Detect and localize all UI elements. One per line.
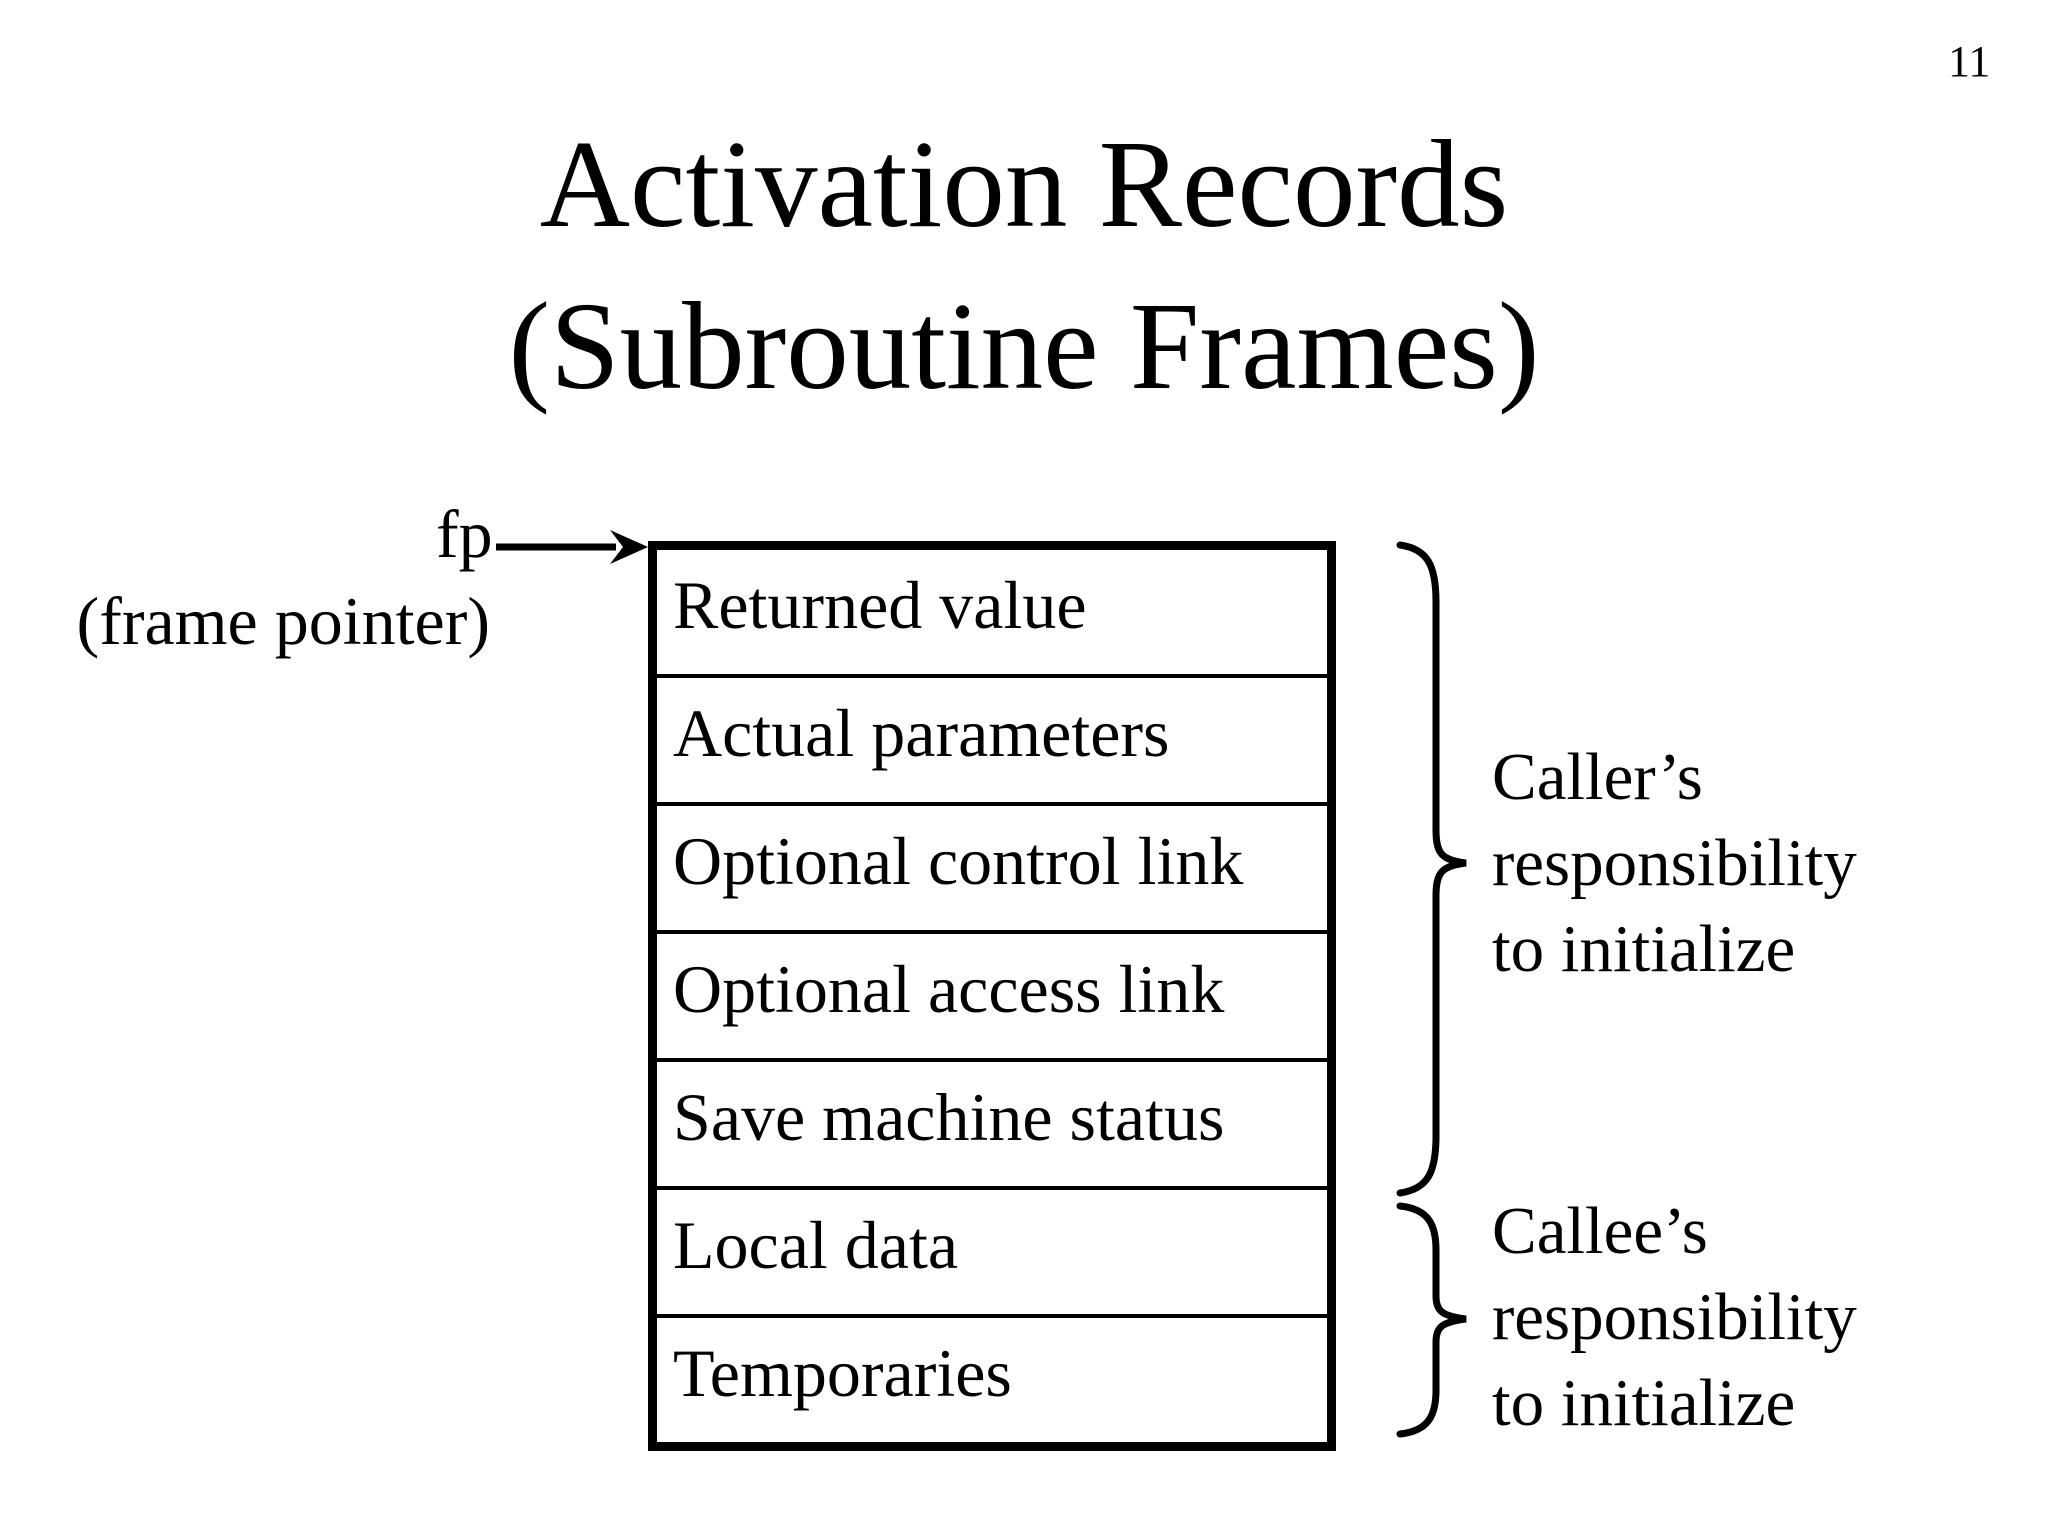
frame-row-optional-access-link: Optional access link xyxy=(657,930,1327,1058)
slide-title: Activation Records (Subroutine Frames) xyxy=(0,104,2048,428)
title-line-2: (Subroutine Frames) xyxy=(508,278,1540,416)
callee-brace-icon xyxy=(1396,1202,1467,1438)
frame-row-label: Temporaries xyxy=(673,1334,1012,1411)
page-number: 11 xyxy=(1948,37,1991,86)
fp-label: fp xyxy=(436,496,493,572)
callee-annotation-line-2: responsibility xyxy=(1492,1280,1857,1354)
frame-row-optional-control-link: Optional control link xyxy=(657,802,1327,930)
frame-row-save-machine-status: Save machine status xyxy=(657,1058,1327,1186)
frame-row-label: Returned value xyxy=(673,566,1087,643)
frame-row-label: Optional access link xyxy=(673,950,1225,1027)
caller-annotation-line-3: to initialize xyxy=(1492,912,1796,986)
frame-row-actual-parameters: Actual parameters xyxy=(657,674,1327,802)
caller-annotation-line-1: Caller’s xyxy=(1492,740,1703,814)
callee-annotation-line-3: to initialize xyxy=(1492,1366,1796,1440)
frame-row-label: Local data xyxy=(673,1206,959,1283)
activation-record-frame: Returned value Actual parameters Optiona… xyxy=(648,541,1336,1451)
title-line-1: Activation Records xyxy=(539,116,1509,254)
frame-row-label: Save machine status xyxy=(673,1078,1225,1155)
caller-annotation-line-2: responsibility xyxy=(1492,826,1857,900)
callee-annotation: Callee’s responsibility to initialize xyxy=(1492,1188,1857,1446)
frame-row-temporaries: Temporaries xyxy=(657,1314,1327,1442)
frame-pointer-label: (frame pointer) xyxy=(76,583,490,659)
frame-row-label: Optional control link xyxy=(673,822,1244,899)
frame-row-label: Actual parameters xyxy=(673,694,1170,771)
caller-annotation: Caller’s responsibility to initialize xyxy=(1492,734,1857,992)
caller-brace-icon xyxy=(1396,541,1467,1197)
right-arrow-icon xyxy=(496,530,648,564)
frame-row-returned-value: Returned value xyxy=(657,550,1327,674)
frame-row-local-data: Local data xyxy=(657,1186,1327,1314)
callee-annotation-line-1: Callee’s xyxy=(1492,1194,1708,1268)
